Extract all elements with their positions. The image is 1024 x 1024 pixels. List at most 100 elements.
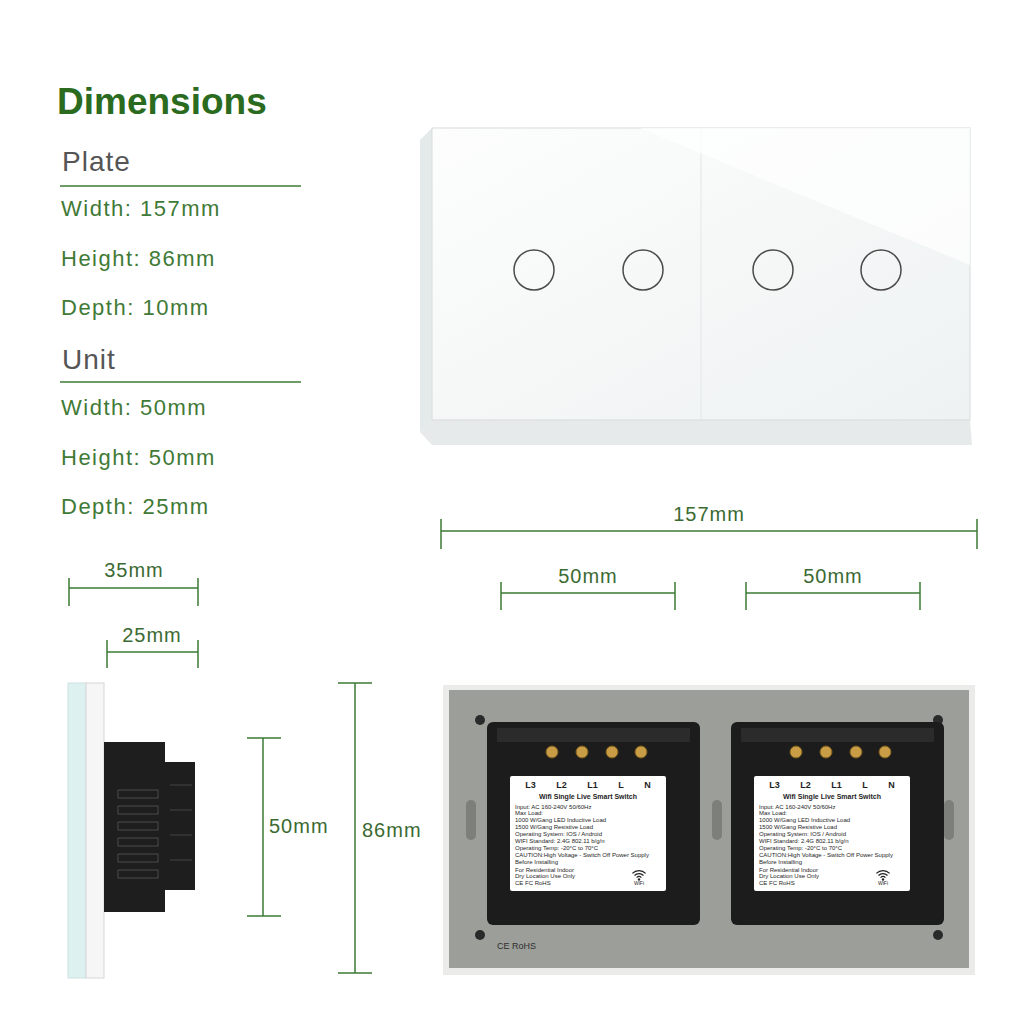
wifi-text: WiFi — [634, 881, 644, 887]
spec-text: Max Load: — [515, 810, 661, 817]
spec-text: CAUTION:High Voltage - Switch Off Power … — [515, 852, 661, 866]
terminal-screw — [546, 746, 891, 758]
terminal-label: N — [644, 780, 651, 791]
dimension-line — [976, 519, 978, 549]
terminal-label: L2 — [800, 780, 811, 791]
dimension-label: 25mm — [122, 623, 182, 647]
spec-text: Input: AC 160-240V 50/60Hz — [759, 804, 905, 811]
dimension-line — [501, 592, 675, 594]
spec-text: 1500 W/Gang Resistive Load — [759, 824, 905, 831]
back-plate — [944, 800, 954, 840]
side-view — [118, 838, 158, 846]
dimension-label: 157mm — [673, 502, 745, 526]
terminal-screw — [635, 746, 647, 758]
title: Dimensions — [57, 80, 267, 124]
spec-text: 1500 W/Gang Resistive Load — [515, 824, 661, 831]
back-plate — [475, 715, 485, 725]
dimension-line — [674, 582, 676, 610]
side-view — [68, 683, 86, 978]
wifi-symbol — [875, 869, 891, 881]
dimension-line — [69, 519, 977, 973]
spec-text: Max Load: — [759, 810, 905, 817]
spec-text: Input: AC 160-240V 50/60Hz — [515, 804, 661, 811]
spec-text: 1000 W/Gang LED Inductive Load — [515, 817, 661, 824]
wifi-symbol — [636, 876, 642, 878]
dimension-line — [338, 682, 372, 684]
back-plate — [443, 685, 975, 975]
back-plate — [449, 690, 969, 968]
terminal-screw — [820, 746, 832, 758]
side-view — [118, 854, 158, 862]
terminal-screw — [546, 746, 558, 758]
product-name: Wifi Single Live Smart Switch — [759, 793, 905, 802]
back-plate — [466, 800, 476, 840]
back-plate — [443, 685, 975, 975]
wifi-symbol — [878, 873, 888, 876]
spec-text: Dry Location Use Only — [515, 873, 575, 880]
side-view — [118, 806, 158, 814]
back-plate — [933, 930, 943, 940]
dimension-line — [441, 530, 977, 532]
terminal-screw — [576, 746, 588, 758]
spec-text: 1000 W/Gang LED Inductive Load — [759, 817, 905, 824]
switch-module — [731, 722, 944, 925]
dimension-line — [440, 519, 442, 549]
spec-text: WIFI Standard: 2.4G 802.11 b/g/n — [759, 838, 905, 845]
terminal-label: L2 — [556, 780, 567, 791]
spec-text: Operating Temp: -20°C to 70°C — [515, 845, 661, 852]
side-view — [170, 860, 192, 861]
glass-plate — [420, 420, 972, 445]
spec-line: Width: 157mm — [61, 196, 221, 222]
side-view — [118, 870, 158, 878]
dimension-line — [262, 738, 264, 916]
spec-line: Depth: 25mm — [61, 494, 210, 520]
heading-underline — [60, 381, 301, 383]
terminal-label: L3 — [769, 780, 780, 791]
side-view — [68, 683, 195, 978]
dimension-label: 50mm — [269, 814, 329, 838]
dimension-line — [197, 578, 199, 606]
dimension-line — [746, 592, 920, 594]
spec-line: Height: 86mm — [61, 246, 216, 272]
dimension-line — [247, 915, 281, 917]
section-heading: Unit — [62, 343, 116, 377]
section-heading: Plate — [62, 145, 131, 179]
terminal-label: L — [862, 780, 868, 791]
back-plate — [475, 930, 485, 940]
terminal-screw — [879, 746, 891, 758]
heading-underline — [60, 186, 301, 382]
wifi-symbol — [631, 869, 647, 881]
side-view — [170, 785, 192, 786]
product-label: L3 L2 L1 L N Wifi Single Live Smart SwitchInp… — [510, 776, 666, 891]
dimension-line — [247, 737, 281, 739]
spec-text: Operating System: IOS / Android — [515, 831, 661, 838]
dimension-line — [338, 972, 372, 974]
terminal-label: L — [618, 780, 624, 791]
dimension-line — [106, 640, 108, 668]
dimension-line — [745, 582, 747, 610]
spec-line: Width: 50mm — [61, 395, 207, 421]
glass-plate — [640, 128, 970, 265]
switch-module — [487, 722, 944, 925]
dimension-line — [68, 578, 70, 606]
terminal-label: N — [888, 780, 895, 791]
back-plate — [712, 800, 722, 840]
terminal-label: L3 — [525, 780, 536, 791]
dimension-label: 50mm — [803, 564, 863, 588]
dimension-line — [500, 582, 502, 610]
glass-plate — [420, 128, 972, 445]
certification-mark: CE RoHS — [497, 941, 536, 952]
side-view — [104, 742, 195, 912]
dimension-line — [69, 587, 198, 589]
heading-underline — [60, 185, 301, 187]
dimension-label: 35mm — [104, 558, 164, 582]
side-view — [118, 822, 158, 830]
dimension-line — [107, 651, 198, 653]
terminal-label: L1 — [587, 780, 598, 791]
product-name: Wifi Single Live Smart Switch — [515, 793, 661, 802]
spec-text: CE FC RoHS — [515, 880, 575, 887]
product-label: L3L2L1LNWifi Single Live Smart SwitchInp… — [754, 776, 910, 891]
dimension-line — [919, 582, 921, 610]
spec-text: CE FC RoHS — [759, 880, 819, 887]
